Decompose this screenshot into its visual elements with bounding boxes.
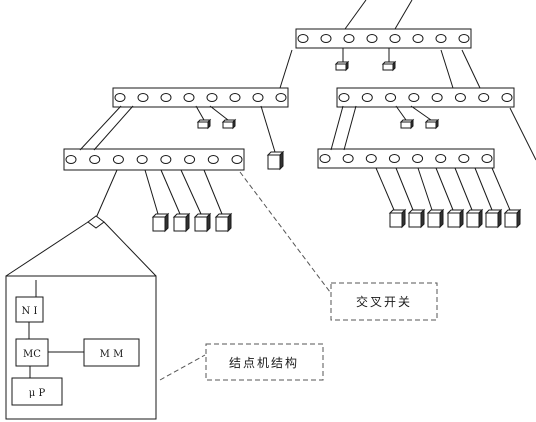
top-incoming-links [279,0,536,161]
switch-port [183,93,195,102]
switch-port [160,93,172,102]
switch-port [206,93,218,102]
switch-port [478,93,490,102]
switch-port [136,155,148,164]
switch-port [366,34,378,43]
switch-port [458,154,470,163]
switch-port [229,93,241,102]
switch-port [184,155,196,164]
mc-label: MC [23,349,41,360]
switch-port [361,93,373,102]
switch-port [481,154,493,163]
processor-cube [266,150,285,171]
switch-port [412,34,424,43]
switch-port [114,93,126,102]
switch-port [65,155,77,164]
switch-port [365,154,377,163]
processor-cube [407,208,426,229]
switch-port [385,93,397,102]
mm-label: M M [100,349,124,360]
processor-cube [388,208,407,229]
leaf-links [95,167,511,219]
node-structure [5,215,157,420]
switch-bar-mid-right [336,87,515,108]
processor-nodes [151,60,522,233]
switch-port [431,93,443,102]
processor-cube [172,212,191,233]
switch-port [275,93,287,102]
switch-port [342,154,354,163]
switch-port [231,155,243,164]
node-structure-label: 结点机结构 [229,355,299,370]
switch-port [89,155,101,164]
processor-cube [465,208,484,229]
switch-port [207,155,219,164]
switch-port [389,34,401,43]
up-label: μ P [29,388,46,399]
switch-bar-low-right [317,148,495,169]
switch-port [408,93,420,102]
switch-port [319,154,331,163]
processor-cube [446,208,465,229]
switch-port [252,93,264,102]
switch-rows [63,28,515,171]
switch-bar-top [295,28,472,49]
switch-port [137,93,149,102]
switch-bar-low-left [63,148,245,171]
switch-port [435,154,447,163]
processor-cube [196,118,212,130]
switch-links [79,48,432,153]
switch-port [454,93,466,102]
processor-cube [334,60,350,72]
processor-cube [214,212,233,233]
processor-cube [381,60,397,72]
switch-port [338,93,350,102]
processor-cube [193,212,212,233]
switch-bar-mid-left [112,87,289,108]
switch-port [435,34,447,43]
callouts [159,171,438,381]
processor-cube [424,118,440,130]
switch-port [320,34,332,43]
processor-cube [399,118,415,130]
switch-port [412,154,424,163]
switch-port [297,34,309,43]
switch-port [160,155,172,164]
switch-port [343,34,355,43]
processor-cube [484,208,503,229]
switch-port [388,154,400,163]
crossbar-switch-label: 交叉开关 [356,294,412,309]
switch-port [501,93,513,102]
processor-cube [503,208,522,229]
processor-cube [151,212,170,233]
processor-cube [221,118,237,130]
switch-port [458,34,470,43]
ni-label: N I [22,306,38,317]
switch-port [112,155,124,164]
processor-cube [426,208,445,229]
